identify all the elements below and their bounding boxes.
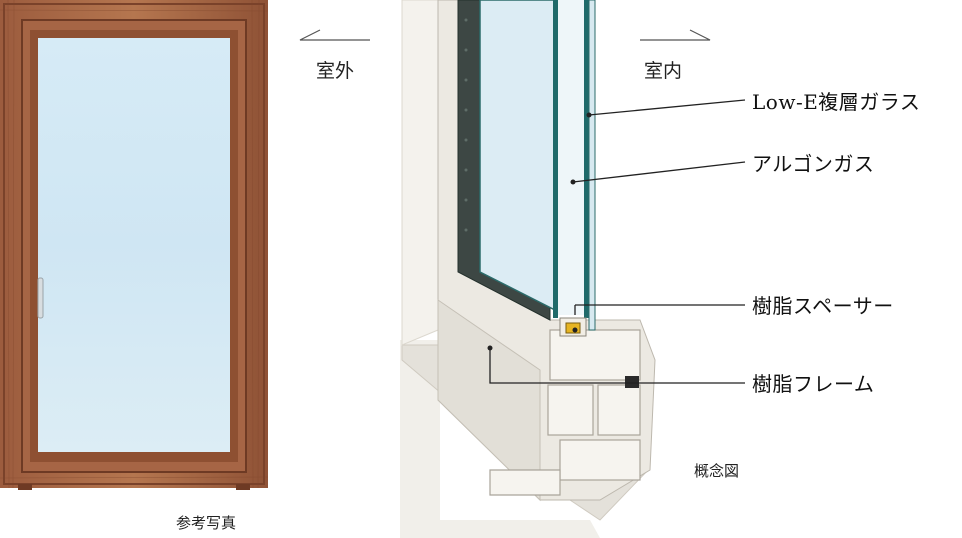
- resin-spacer: [565, 322, 581, 334]
- inside-label: 室内: [644, 60, 683, 82]
- glass-pane: [38, 38, 230, 452]
- callout-argon-gas: アルゴンガス: [752, 152, 875, 176]
- argon-gas-gap: [555, 0, 585, 315]
- photo-caption: 参考写真: [176, 514, 237, 532]
- leader-resin-frame: [489, 348, 745, 384]
- window-photo: [0, 0, 268, 490]
- leader-argon-gas: [572, 161, 746, 183]
- outside-arrow-icon: [299, 29, 370, 41]
- outside-label: 室外: [316, 60, 355, 82]
- callout-lowe-glass: Low-E複層ガラス: [752, 90, 921, 114]
- gasket: [625, 376, 639, 388]
- diagram-caption: 概念図: [694, 462, 740, 480]
- outer-glass-pane: [479, 0, 556, 312]
- glass-edge-inner: [584, 0, 589, 318]
- callout-resin-spacer: 樹脂スペーサー: [752, 294, 894, 318]
- glass-edge-outer: [553, 0, 558, 318]
- inside-arrow-icon: [640, 29, 711, 41]
- handle-icon: [37, 277, 44, 319]
- leader-lowe-glass: [588, 99, 746, 116]
- callout-resin-frame: 樹脂フレーム: [752, 372, 875, 396]
